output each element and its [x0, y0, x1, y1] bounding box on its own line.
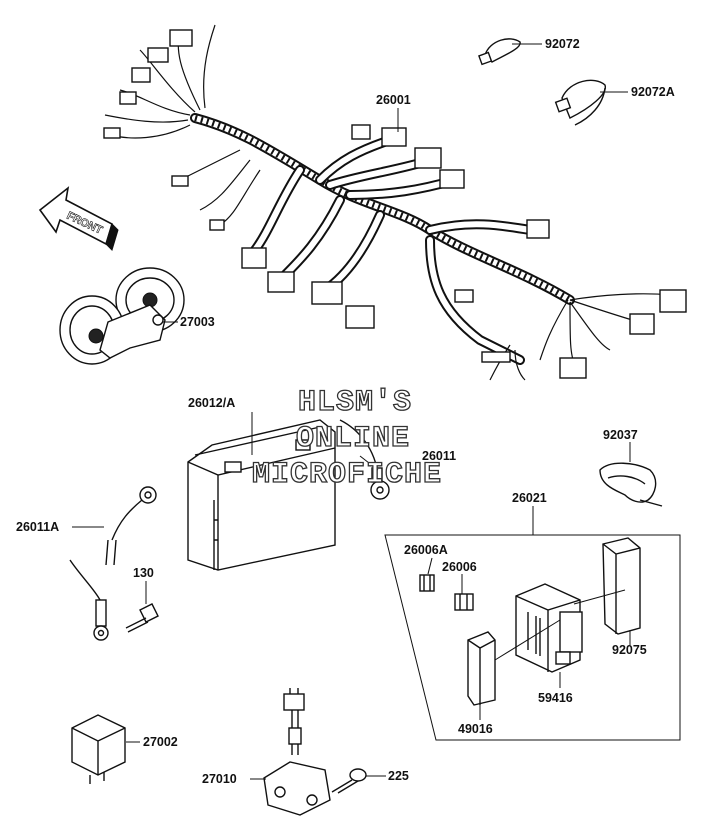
connector-icon	[311, 281, 343, 305]
part-label-26011a[interactable]: 26011A	[16, 520, 59, 534]
part-label-130[interactable]: 130	[133, 566, 154, 580]
relay-icon[interactable]	[71, 714, 126, 784]
fuse-icon[interactable]	[419, 574, 435, 592]
clamp-icon[interactable]	[599, 462, 663, 507]
connector-icon	[171, 175, 189, 187]
part-labels: 92072 92072A 26001 27003 26012/A 26011 9…	[16, 37, 675, 786]
part-label-26001[interactable]: 26001	[376, 93, 411, 107]
battery-cable-icon[interactable]	[339, 419, 390, 500]
connector-icon	[481, 351, 511, 363]
horn-icon[interactable]	[59, 267, 185, 365]
screw-icon[interactable]	[331, 768, 367, 794]
part-label-92037[interactable]: 92037	[603, 428, 638, 442]
connector-icon	[147, 47, 169, 63]
fuse-icon[interactable]	[454, 593, 474, 611]
part-label-26006a[interactable]: 26006A	[404, 543, 448, 557]
group-outline	[384, 534, 681, 741]
part-label-27002[interactable]: 27002	[143, 735, 178, 749]
connector-icon	[526, 219, 550, 239]
part-label-92075[interactable]: 92075	[612, 643, 647, 657]
leader-lines	[72, 43, 631, 780]
part-label-27010[interactable]: 27010	[202, 772, 237, 786]
cable-tie-icon[interactable]	[478, 38, 521, 66]
part-label-27003[interactable]: 27003	[180, 315, 215, 329]
connector-icon	[454, 289, 474, 303]
front-direction-arrow: FRONT	[38, 186, 119, 251]
connector-icon	[351, 124, 371, 140]
connector-icon	[169, 29, 193, 47]
part-label-225[interactable]: 225	[388, 769, 409, 783]
connector-icon	[439, 169, 465, 189]
bracket-icon[interactable]	[467, 631, 496, 706]
watermark-line-3: MICROFICHE	[252, 458, 442, 492]
connector-icon	[267, 271, 295, 293]
part-label-92072a[interactable]: 92072A	[631, 85, 675, 99]
watermark-line-2: ONLINE	[296, 422, 410, 456]
connector-icon	[559, 357, 587, 379]
watermark: HLSM'S ONLINE MICROFICHE	[251, 385, 442, 492]
rubber-cover-icon[interactable]	[602, 537, 641, 635]
connector-icon	[103, 127, 121, 139]
connector-icon	[131, 67, 151, 83]
ground-cable-icon[interactable]	[69, 486, 157, 641]
connector-icon	[209, 219, 225, 231]
connector-icon	[659, 289, 687, 313]
connector-icon	[345, 305, 375, 329]
connector-icon	[414, 147, 442, 169]
main-wiring-harness-icon[interactable]	[103, 24, 687, 381]
part-label-59416[interactable]: 59416	[538, 691, 573, 705]
battery-icon[interactable]	[187, 419, 336, 571]
connector-icon	[381, 127, 407, 147]
part-label-26012a[interactable]: 26012/A	[188, 396, 235, 410]
part-label-26006[interactable]: 26006	[442, 560, 477, 574]
fuse-box-icon[interactable]	[515, 583, 583, 673]
assembly-line	[494, 589, 626, 661]
sub-harness-group	[384, 534, 681, 741]
part-label-92072[interactable]: 92072	[545, 37, 580, 51]
bolt-icon[interactable]	[125, 603, 159, 633]
connector-icon	[629, 313, 655, 335]
part-label-26021[interactable]: 26021	[512, 491, 547, 505]
cable-tie-icon[interactable]	[554, 79, 606, 126]
connector-icon	[119, 91, 137, 105]
starter-relay-icon[interactable]	[263, 688, 331, 816]
part-label-26011[interactable]: 26011	[422, 449, 456, 463]
watermark-line-1: HLSM'S	[298, 386, 412, 420]
connector-icon	[241, 247, 267, 269]
part-label-49016[interactable]: 49016	[458, 722, 493, 736]
